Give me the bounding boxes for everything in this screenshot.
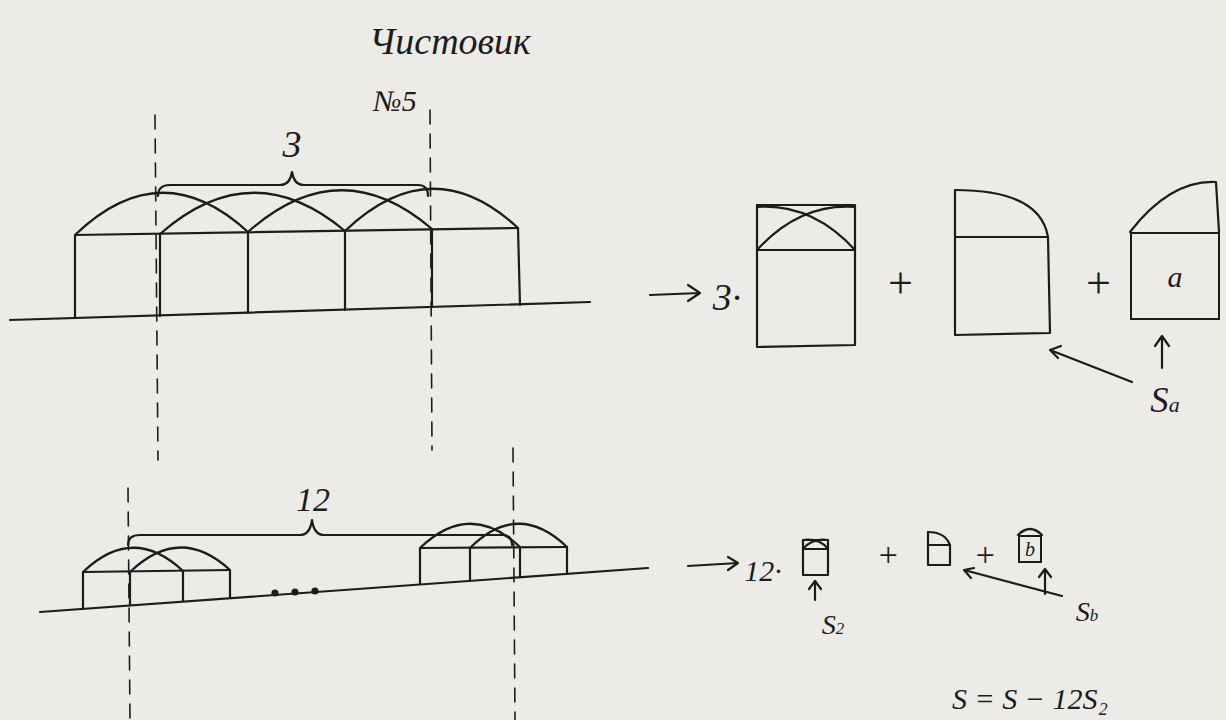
sketch-label: S2 (822, 609, 845, 640)
dimension-lines (128, 110, 515, 720)
shape-letter: b (1025, 538, 1035, 560)
sketch-label: + (877, 536, 900, 573)
sheet-title: Чистовик (369, 21, 531, 63)
shape-letter: a (1168, 260, 1183, 293)
brace (128, 172, 512, 545)
large-greenhouse (10, 189, 590, 320)
sketch-label: + (974, 536, 997, 573)
sketch-label: 12· (744, 554, 782, 587)
sketch-label: 3 (283, 124, 302, 166)
sketch-label: 3· (713, 277, 742, 319)
decomposition-bottom (688, 529, 1062, 600)
sketch-label: 12 (296, 481, 330, 518)
sketch-label: №5 (373, 84, 416, 117)
sketch-label: + (885, 260, 915, 308)
decomposition-top (650, 182, 1219, 382)
sketch-label: + (1083, 260, 1113, 308)
small-greenhouses (40, 524, 648, 612)
sketch-label: Sb (1076, 596, 1099, 627)
sketch-label: S = S − 12S₂ (952, 682, 1108, 715)
sketch-label: Sa (1150, 380, 1179, 420)
shape-box: b (1018, 535, 1042, 563)
shape-box: a (1130, 232, 1220, 320)
